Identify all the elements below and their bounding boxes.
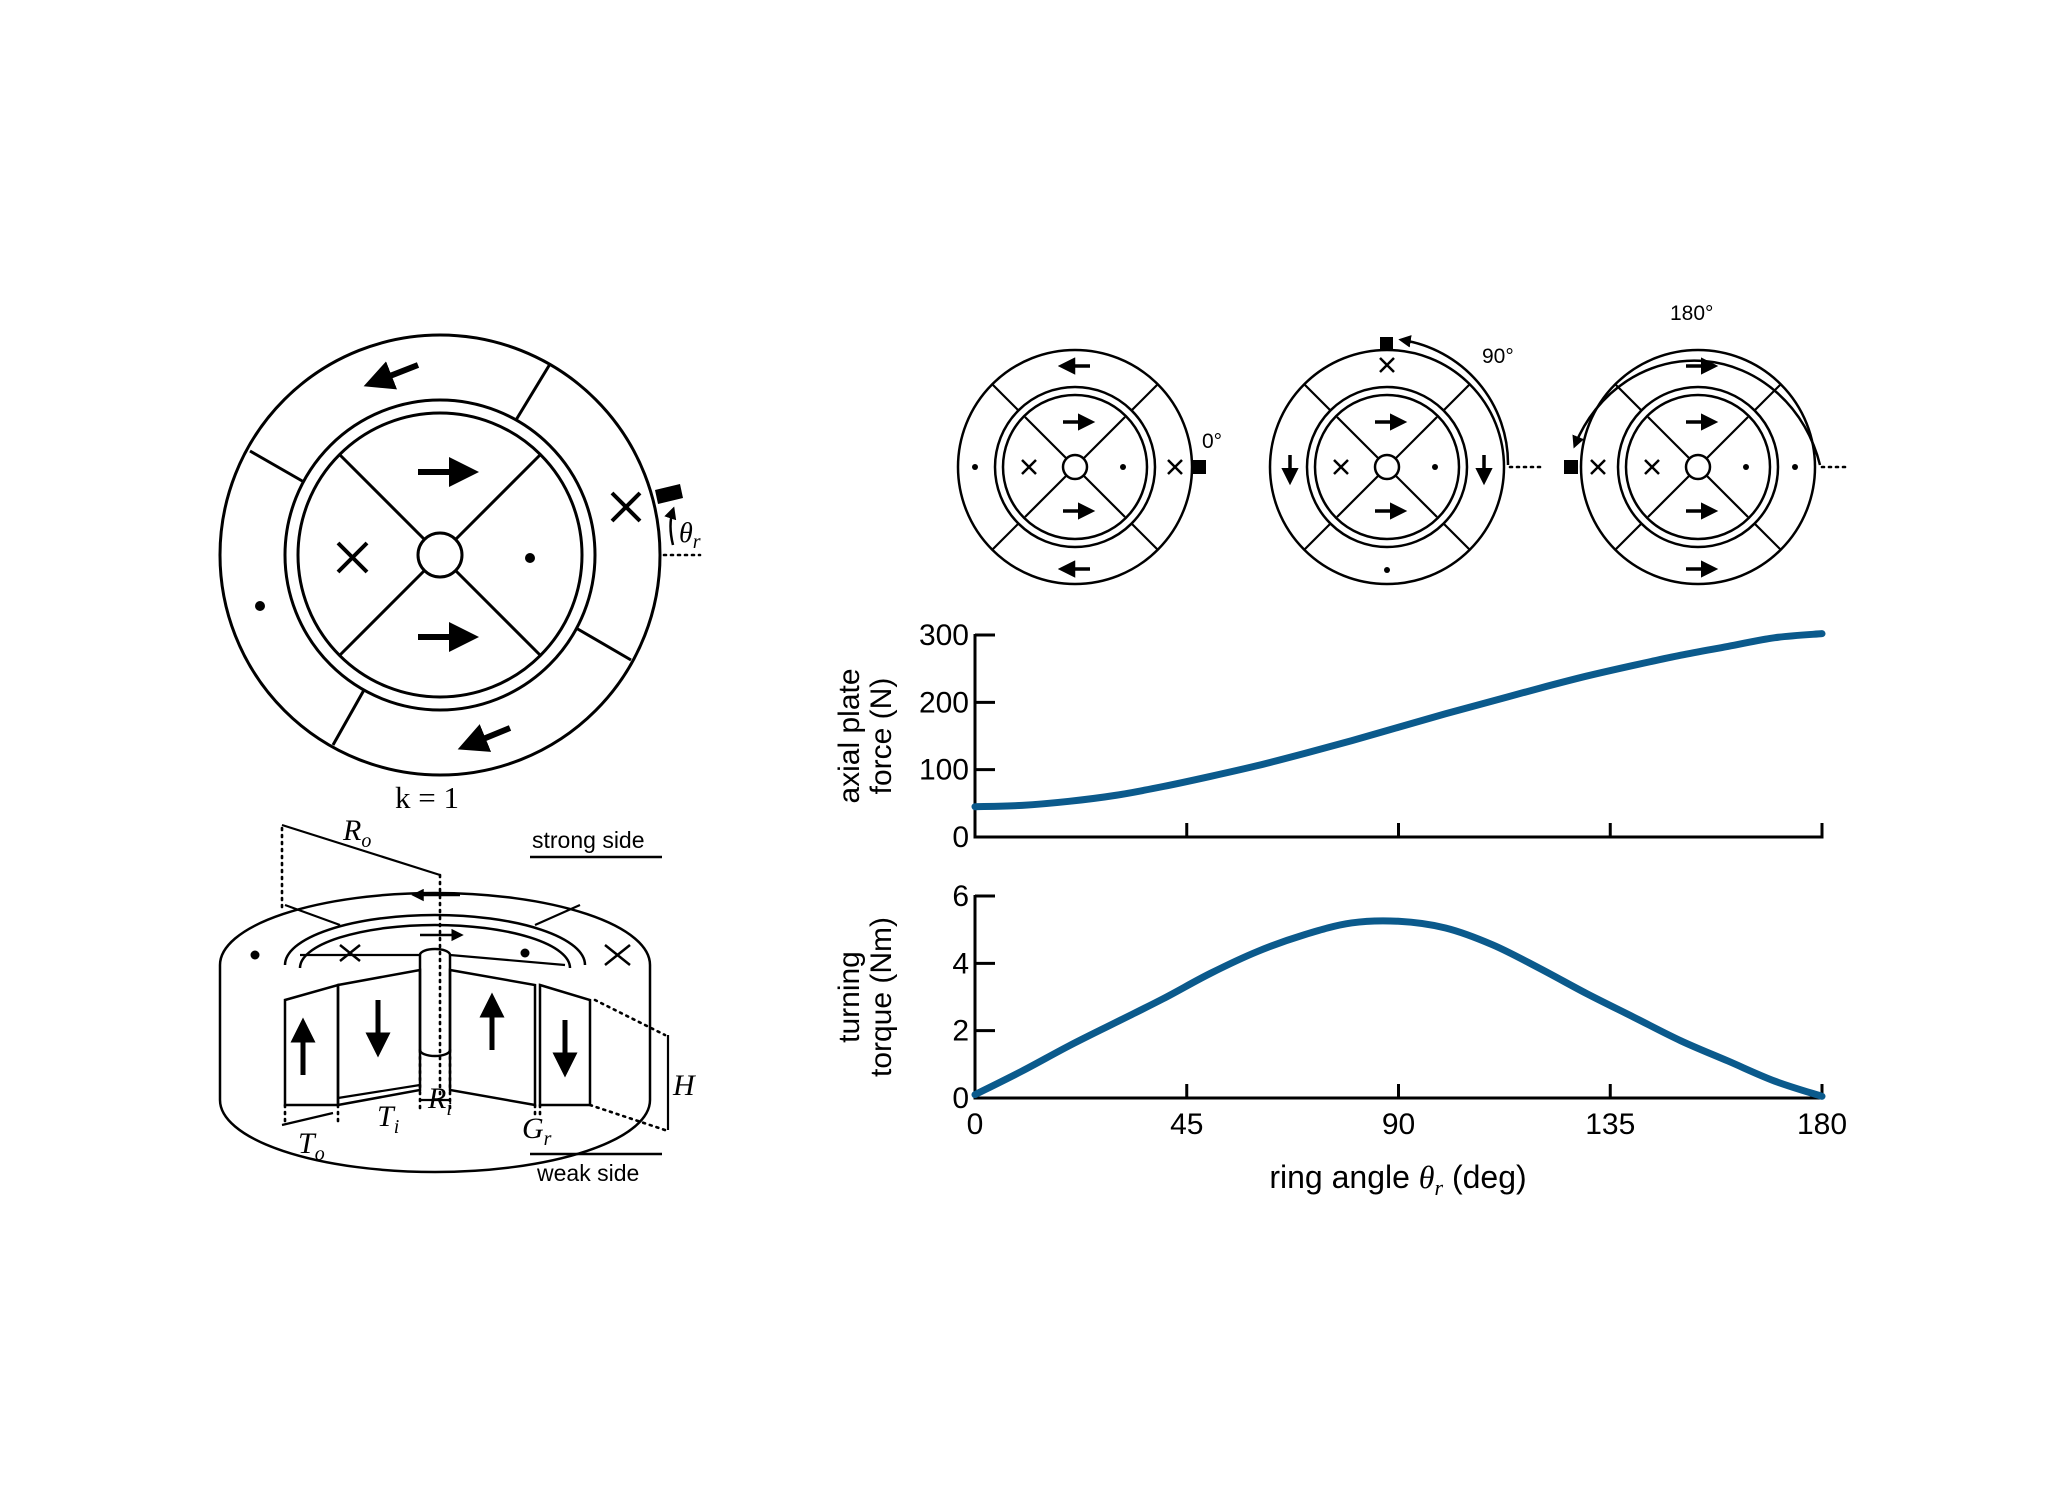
x-axis-label: ring angle θr (deg) xyxy=(1269,1159,1526,1200)
y-axis-label: turningtorque (Nm) xyxy=(833,917,898,1077)
x-axis-label-part: r xyxy=(1435,1175,1444,1200)
x-tick-label: 135 xyxy=(1585,1108,1635,1141)
y-axis-label-line: turning xyxy=(833,951,866,1043)
y-axis-label-line: torque (Nm) xyxy=(865,917,898,1077)
weak-side-label: weak side xyxy=(536,1160,639,1186)
y-tick-label: 0 xyxy=(952,1082,969,1115)
y-axis-label: axial plateforce (N) xyxy=(833,668,898,803)
y-tick-label: 300 xyxy=(919,619,969,652)
y-axis-label-line: force (N) xyxy=(865,678,898,795)
series-line xyxy=(971,917,1826,1100)
torque-chart: 0 2 4 6 0 45 90 135 180 turningtorque (Nm) ring an… xyxy=(833,880,1847,1200)
ring-k-label: k = 1 xyxy=(395,780,459,815)
state-0: 0° xyxy=(956,348,1222,586)
cross-section: Ro H To Ti Ri Gr strong side weak side xyxy=(218,814,697,1186)
state-90: 90° xyxy=(1268,335,1542,586)
x-tick-label: 45 xyxy=(1170,1108,1203,1141)
y-tick-label: 4 xyxy=(952,947,969,980)
x-tick-label: 0 xyxy=(967,1108,984,1141)
label-To: To xyxy=(298,1127,325,1165)
x-tick-label: 180 xyxy=(1797,1108,1847,1141)
state-0-label: 0° xyxy=(1202,430,1222,453)
rotation-states: 0° 90° xyxy=(956,302,1852,586)
y-tick-label: 6 xyxy=(952,880,969,913)
label-Ri: Ri xyxy=(427,1082,452,1120)
label-Ro: Ro xyxy=(342,814,371,852)
y-tick-label: 100 xyxy=(919,754,969,787)
x-axis-label-part: (deg) xyxy=(1443,1159,1527,1195)
ring-diagram: θr k = 1 xyxy=(218,333,702,815)
state-180-label: 180° xyxy=(1670,302,1713,325)
y-axis-label-line: axial plate xyxy=(833,668,866,803)
state-90-label: 90° xyxy=(1482,345,1514,368)
strong-side-label: strong side xyxy=(532,827,645,853)
x-tick-label: 90 xyxy=(1382,1108,1415,1141)
series-line xyxy=(971,630,1826,811)
y-tick-label: 2 xyxy=(952,1015,969,1048)
label-Gr: Gr xyxy=(522,1112,552,1150)
y-tick-label: 200 xyxy=(919,686,969,719)
state-180: 180° xyxy=(1564,302,1852,586)
y-tick-label: 0 xyxy=(952,821,969,854)
theta-r-label: θr xyxy=(679,518,701,553)
x-axis-label-part: ring angle xyxy=(1269,1159,1418,1195)
x-axis-label-part: θ xyxy=(1419,1159,1435,1195)
label-Ti: Ti xyxy=(377,1100,399,1138)
force-chart: 0 100 200 300 axial plateforce (N) xyxy=(833,619,1826,854)
label-H: H xyxy=(672,1069,697,1102)
